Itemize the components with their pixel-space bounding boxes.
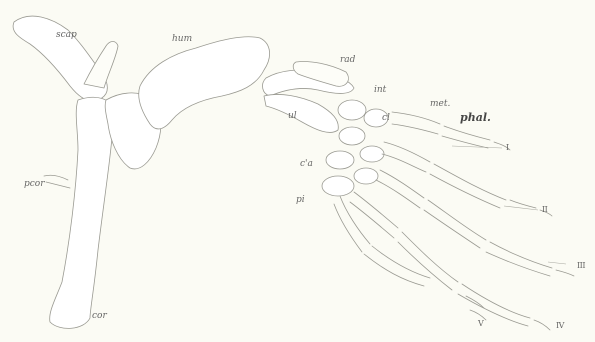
digit-iii-bones [376, 170, 552, 276]
label-phalanges: phal. [460, 112, 491, 123]
label-digit-i: I [506, 144, 509, 152]
ulna-bone [264, 94, 338, 132]
label-coracoid: cor [92, 312, 107, 321]
label-pisiform: pi [296, 196, 305, 205]
carpal-bone [360, 146, 384, 162]
label-digit-iv: IV [556, 322, 564, 330]
humerus-bone [139, 37, 270, 129]
digit-tip [556, 270, 574, 276]
coracoid-bone [50, 97, 114, 328]
procoracoid-fragment [44, 175, 70, 188]
label-metacarpal: met. [430, 100, 450, 109]
label-scapula: scap [56, 31, 77, 40]
digit-ii-leader [504, 206, 538, 210]
carpal-bone [339, 127, 365, 145]
label-procoracoid: pcor [24, 180, 45, 189]
label-centrale: c'a [300, 160, 313, 169]
carpal-bone [326, 151, 354, 169]
carpal-bone [322, 176, 354, 196]
digit-iii-leader [548, 262, 566, 264]
digit-v-bones [334, 196, 430, 286]
label-intermedium: int [374, 86, 386, 95]
label-digit-ii: II [542, 206, 547, 214]
label-digit-v: V [478, 320, 483, 328]
label-carpal: cl [382, 114, 390, 123]
label-ulna: ul [288, 112, 297, 121]
carpal-bone [354, 168, 378, 184]
label-digit-iii: III [577, 262, 585, 270]
digit-i-leader [452, 146, 502, 148]
label-radius: rad [340, 56, 355, 65]
digit-tip [534, 320, 550, 330]
label-humerus: hum [172, 35, 192, 44]
carpal-bone [338, 100, 366, 120]
scapula-bone [13, 16, 107, 101]
